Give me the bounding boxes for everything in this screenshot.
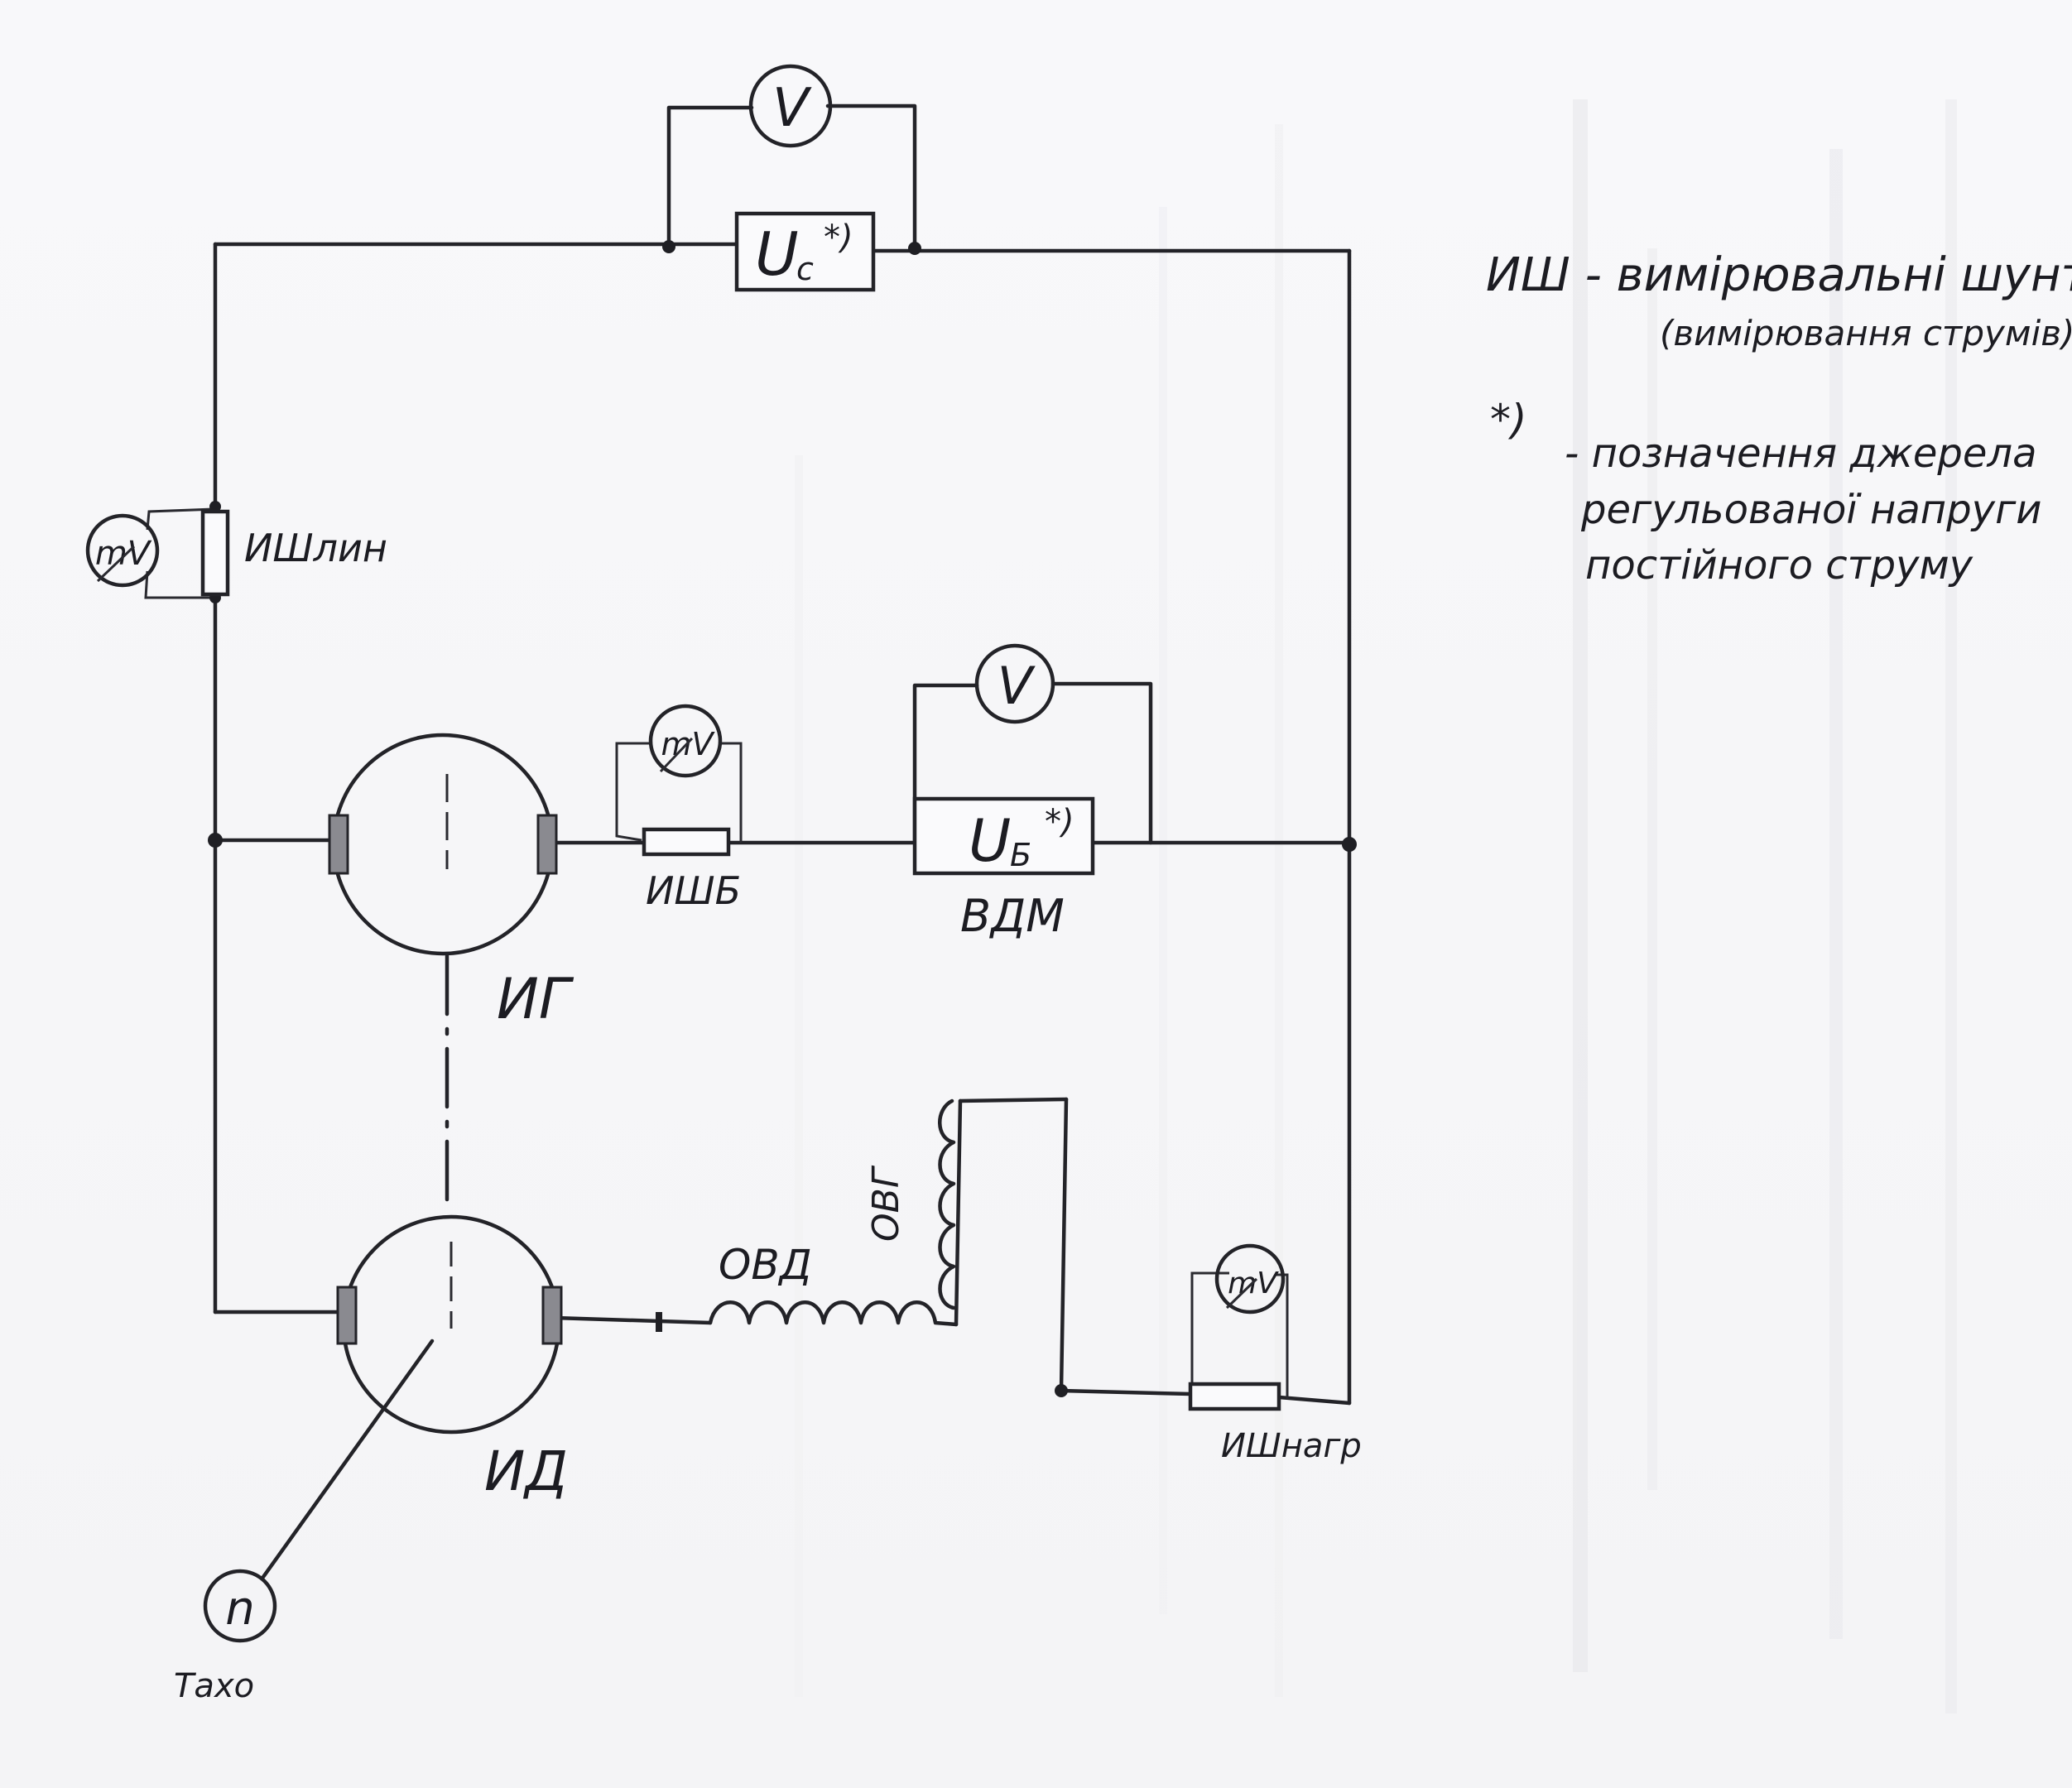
shunt-line-label: ИШлин: [244, 526, 387, 570]
shunt-b: ИШБ: [642, 827, 741, 913]
voltmeter-mid: V: [974, 643, 1055, 724]
vdm-label: ВДМ: [960, 890, 1065, 942]
field-coil-motor: ОВД: [708, 1241, 959, 1327]
millivoltmeter-b: mV: [648, 704, 723, 778]
motor-label: ИД: [484, 1440, 568, 1503]
tachometer: n Тахо: [174, 1569, 277, 1705]
legend-line-3-mark: *): [1490, 396, 1527, 444]
source-uc: U с *): [734, 211, 876, 292]
voltmeter-mid-label: V: [998, 656, 1036, 716]
millivoltmeter-line: mV: [85, 513, 160, 588]
source-ub-mark: *): [1045, 803, 1074, 841]
shunt-load: ИШнагр: [1188, 1382, 1362, 1465]
source-uc-sub: с: [796, 251, 814, 287]
motor: ИД: [336, 1214, 568, 1503]
bleed-through-text: [795, 99, 1957, 1714]
legend-line-3: - позначення джерела: [1565, 430, 2037, 477]
shunt-b-label: ИШБ: [646, 868, 741, 913]
voltmeter-top-label: V: [772, 78, 812, 139]
shunt-load-label: ИШнагр: [1221, 1427, 1362, 1465]
legend-line-1: ИШ - вимірювальні шунти: [1486, 248, 2072, 302]
wiring: [144, 103, 1352, 1406]
shunt-line: ИШлин: [200, 509, 387, 597]
source-ub-letter: U: [969, 807, 1011, 875]
legend-line-5: постійного струму: [1585, 542, 1973, 589]
millivoltmeter-b-label: mV: [661, 726, 715, 762]
tacho-symbol: n: [225, 1582, 255, 1636]
generator: ИГ: [328, 733, 574, 1032]
source-uc-letter: U: [755, 219, 799, 289]
source-ub: U Б *) ВДМ: [912, 796, 1095, 942]
field-generator-label: ОВГ: [865, 1165, 907, 1242]
tacho-link: [261, 1339, 435, 1579]
source-uc-mark: *): [824, 219, 853, 257]
source-ub-sub: Б: [1010, 837, 1031, 873]
field-coil-generator: ОВГ: [865, 1098, 956, 1310]
legend-line-2: (вимірювання струмів): [1660, 313, 2072, 353]
legend-line-4: регульованої напруги: [1581, 487, 2042, 533]
millivoltmeter-line-label: mV: [95, 535, 152, 573]
generator-label: ИГ: [497, 967, 574, 1032]
field-motor-label: ОВД: [719, 1241, 812, 1289]
tacho-label: Тахо: [174, 1667, 254, 1705]
voltmeter-top: V: [748, 64, 833, 148]
junction-dots: [208, 240, 1357, 1397]
millivoltmeter-load: mV: [1214, 1243, 1286, 1315]
